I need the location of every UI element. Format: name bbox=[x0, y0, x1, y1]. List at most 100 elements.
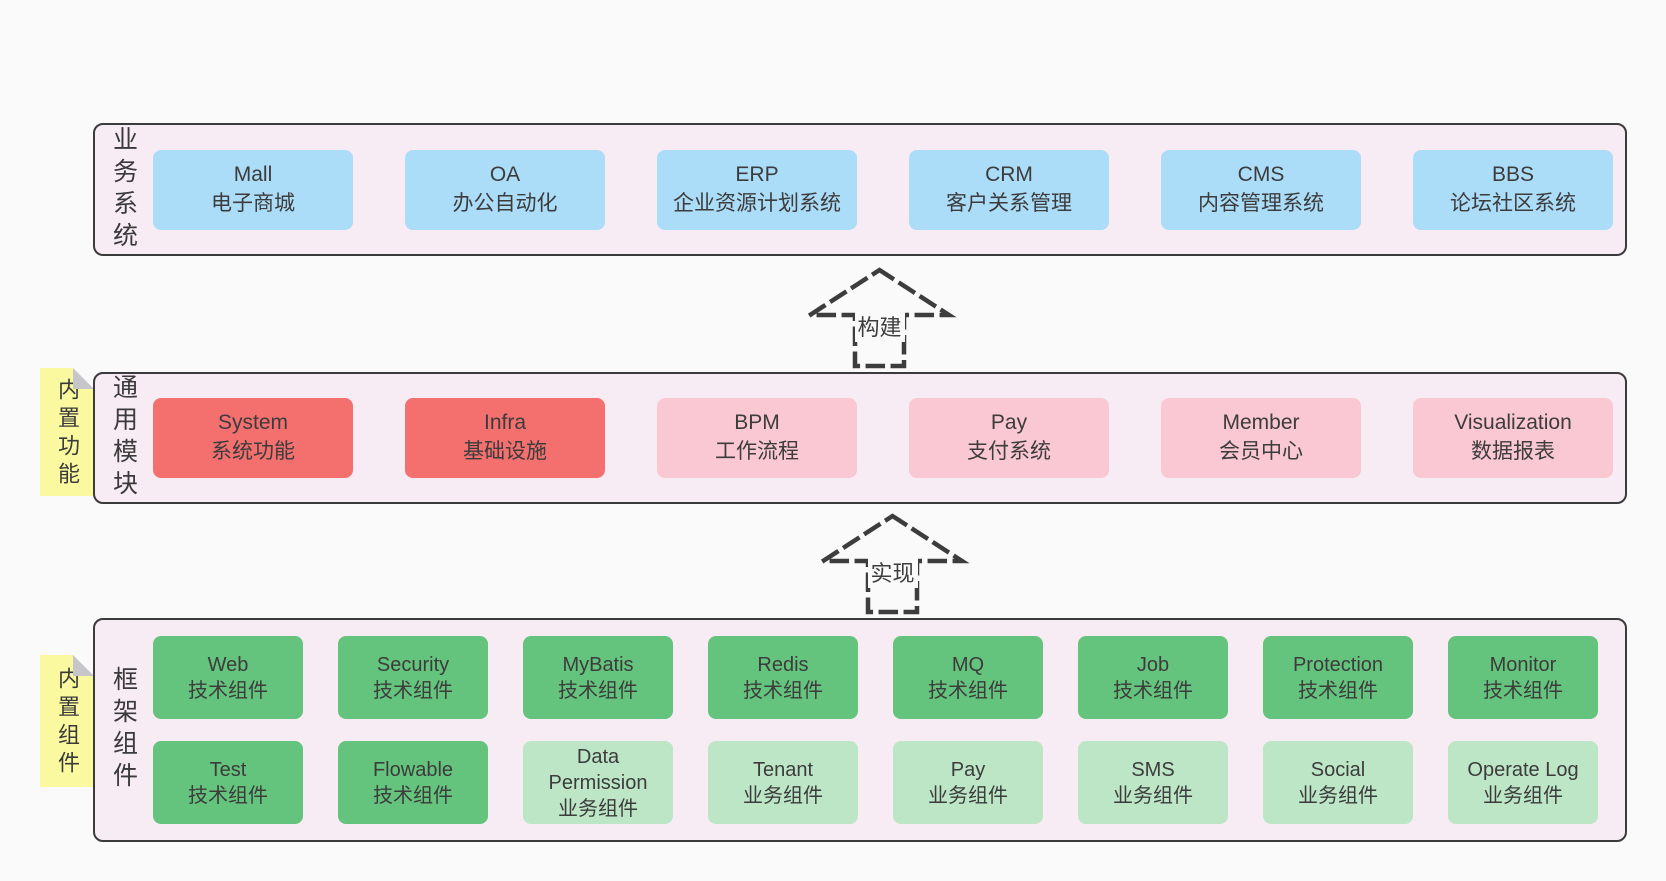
box-pay-system: Pay 支付系统 bbox=[909, 398, 1109, 478]
box-sms: SMS 业务组件 bbox=[1078, 741, 1228, 824]
box-job: Job 技术组件 bbox=[1078, 636, 1228, 719]
box-social: Social 业务组件 bbox=[1263, 741, 1413, 824]
box-subtitle: 业务组件 bbox=[928, 784, 1008, 807]
framework-row-1: Web 技术组件 Security 技术组件 MyBatis 技术组件 Redi… bbox=[153, 636, 1598, 719]
box-mq: MQ 技术组件 bbox=[893, 636, 1043, 719]
box-subtitle: 业务组件 bbox=[1113, 784, 1193, 807]
box-oa: OA 办公自动化 bbox=[405, 149, 605, 230]
box-title: Tenant bbox=[752, 758, 814, 781]
box-title: Pay bbox=[990, 411, 1028, 435]
box-monitor: Monitor 技术组件 bbox=[1448, 636, 1598, 719]
box-test: Test 技术组件 bbox=[153, 741, 303, 824]
box-data-permission: Data Permission 业务组件 bbox=[523, 741, 673, 824]
folded-corner-icon bbox=[73, 655, 94, 676]
panel-business-systems: 业务系统 Mall 电子商城 OA 办公自动化 ERP 企业资源计划系统 CRM… bbox=[93, 123, 1627, 256]
box-title: MQ bbox=[951, 653, 985, 676]
common-module-boxes: System 系统功能 Infra 基础设施 BPM 工作流程 Pay 支付系统… bbox=[153, 398, 1613, 478]
box-bbs: BBS 论坛社区系统 bbox=[1413, 149, 1613, 230]
box-title: Operate Log bbox=[1467, 758, 1579, 781]
box-subtitle: 系统功能 bbox=[211, 440, 295, 463]
panel-common-modules: 通用模块 System 系统功能 Infra 基础设施 BPM 工作流程 Pay… bbox=[93, 372, 1627, 504]
box-title: Web bbox=[207, 653, 249, 676]
box-title: CRM bbox=[985, 162, 1033, 186]
box-title: CMS bbox=[1237, 162, 1285, 186]
box-subtitle: 技术组件 bbox=[373, 784, 453, 807]
box-erp: ERP 企业资源计划系统 bbox=[657, 149, 857, 230]
box-title: Security bbox=[376, 653, 450, 676]
box-subtitle: 内容管理系统 bbox=[1198, 191, 1324, 215]
box-title: Test bbox=[209, 758, 247, 781]
panel-framework-components: 框架组件 Web 技术组件 Security 技术组件 MyBatis 技术组件… bbox=[93, 618, 1627, 842]
sticky-text-builtin-features: 内置功能 bbox=[55, 378, 80, 490]
box-operate-log: Operate Log 业务组件 bbox=[1448, 741, 1598, 824]
box-title: BBS bbox=[1491, 162, 1535, 186]
folded-corner-icon bbox=[73, 368, 94, 389]
box-title: Member bbox=[1222, 411, 1300, 435]
sticky-note-builtin-components: 内置组件 bbox=[40, 655, 94, 787]
box-subtitle: 技术组件 bbox=[1113, 679, 1193, 702]
box-subtitle: 技术组件 bbox=[188, 679, 268, 702]
box-title: Protection bbox=[1292, 653, 1384, 676]
box-flowable: Flowable 技术组件 bbox=[338, 741, 488, 824]
box-pay-component: Pay 业务组件 bbox=[893, 741, 1043, 824]
business-system-boxes: Mall 电子商城 OA 办公自动化 ERP 企业资源计划系统 CRM 客户关系… bbox=[153, 149, 1613, 230]
box-subtitle: 会员中心 bbox=[1219, 440, 1303, 463]
box-infra: Infra 基础设施 bbox=[405, 398, 605, 478]
box-subtitle: 技术组件 bbox=[743, 679, 823, 702]
box-subtitle: 技术组件 bbox=[1298, 679, 1378, 702]
box-subtitle: 技术组件 bbox=[373, 679, 453, 702]
box-tenant: Tenant 业务组件 bbox=[708, 741, 858, 824]
box-title: Infra bbox=[483, 411, 527, 435]
sticky-note-builtin-features: 内置功能 bbox=[40, 368, 94, 496]
box-subtitle: 电子商城 bbox=[211, 191, 295, 215]
box-subtitle: 工作流程 bbox=[715, 440, 799, 463]
box-title: Monitor bbox=[1489, 653, 1557, 676]
box-member: Member 会员中心 bbox=[1161, 398, 1361, 478]
arrow-up-build: 构建 bbox=[792, 266, 967, 370]
dashed-up-arrow-icon bbox=[815, 513, 970, 615]
box-security: Security 技术组件 bbox=[338, 636, 488, 719]
section-label-business-systems: 业务系统 bbox=[109, 125, 138, 254]
box-protection: Protection 技术组件 bbox=[1263, 636, 1413, 719]
section-label-framework-components: 框架组件 bbox=[109, 666, 138, 794]
box-title: MyBatis bbox=[562, 653, 634, 676]
box-title: ERP bbox=[735, 162, 779, 186]
box-subtitle: 客户关系管理 bbox=[946, 191, 1072, 215]
box-subtitle: 业务组件 bbox=[1483, 784, 1563, 807]
box-title: SMS bbox=[1131, 758, 1175, 781]
box-system: System 系统功能 bbox=[153, 398, 353, 478]
box-title: Social bbox=[1310, 758, 1366, 781]
dashed-up-arrow-icon bbox=[802, 267, 957, 369]
box-crm: CRM 客户关系管理 bbox=[909, 149, 1109, 230]
box-title: Job bbox=[1136, 653, 1170, 676]
box-title: OA bbox=[489, 162, 521, 186]
box-subtitle: 支付系统 bbox=[967, 440, 1051, 463]
framework-component-rows: Web 技术组件 Security 技术组件 MyBatis 技术组件 Redi… bbox=[153, 636, 1598, 824]
box-redis: Redis 技术组件 bbox=[708, 636, 858, 719]
sticky-text-builtin-components: 内置组件 bbox=[55, 667, 80, 779]
box-subtitle: 企业资源计划系统 bbox=[673, 191, 841, 215]
arrow-label-build: 构建 bbox=[854, 310, 905, 342]
box-subtitle: 技术组件 bbox=[1483, 679, 1563, 702]
box-title: Flowable bbox=[372, 758, 454, 781]
box-mybatis: MyBatis 技术组件 bbox=[523, 636, 673, 719]
box-subtitle: 技术组件 bbox=[928, 679, 1008, 702]
box-web: Web 技术组件 bbox=[153, 636, 303, 719]
box-title: Data Permission bbox=[548, 745, 648, 794]
arrow-label-implement: 实现 bbox=[867, 556, 918, 588]
box-title: Visualization bbox=[1454, 411, 1572, 435]
box-bpm: BPM 工作流程 bbox=[657, 398, 857, 478]
box-visualization: Visualization 数据报表 bbox=[1413, 398, 1613, 478]
box-subtitle: 技术组件 bbox=[188, 784, 268, 807]
box-subtitle: 论坛社区系统 bbox=[1450, 191, 1576, 215]
box-subtitle: 技术组件 bbox=[558, 679, 638, 702]
box-title: Redis bbox=[757, 653, 809, 676]
box-title: Mall bbox=[233, 162, 273, 186]
box-cms: CMS 内容管理系统 bbox=[1161, 149, 1361, 230]
box-subtitle: 数据报表 bbox=[1471, 440, 1555, 463]
arrow-up-implement: 实现 bbox=[805, 512, 980, 616]
box-subtitle: 办公自动化 bbox=[452, 191, 558, 215]
box-title: System bbox=[217, 411, 288, 435]
section-label-common-modules: 通用模块 bbox=[109, 374, 138, 502]
box-subtitle: 业务组件 bbox=[558, 797, 638, 820]
